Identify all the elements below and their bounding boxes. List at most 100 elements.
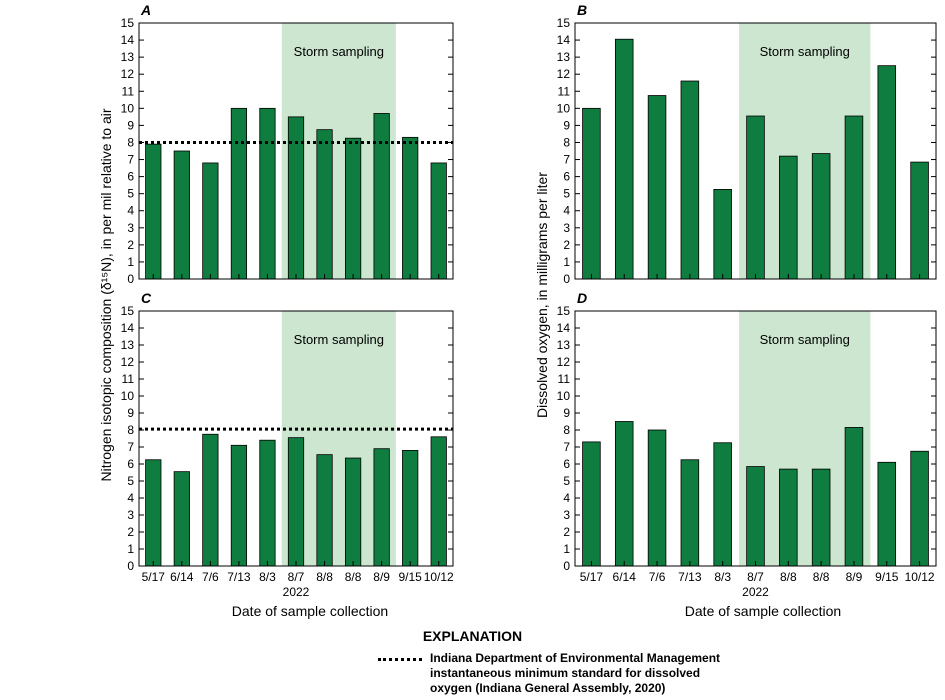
x-tick-label-c-2: 7/6 <box>202 570 219 584</box>
y-tick-label-a-12: 12 <box>121 67 135 81</box>
y-tick-label-b-12: 12 <box>557 67 571 81</box>
y-tick-label-c-7: 7 <box>127 440 134 454</box>
panel-c: Storm sampling01234567891011121314155/17… <box>121 290 454 599</box>
bar-c-2 <box>202 433 219 567</box>
bar-a-10 <box>430 162 447 280</box>
x-tick-label-d-5: 8/7 <box>747 570 764 584</box>
storm-sampling-label: Storm sampling <box>294 332 384 347</box>
y-tick-label-c-14: 14 <box>121 321 135 335</box>
bar-c-6 <box>316 454 333 567</box>
right-y-axis-title: Dissolved oxygen, in milligrams per lite… <box>534 172 550 418</box>
bar-a-3 <box>230 107 248 280</box>
bar-c-1 <box>173 471 190 567</box>
panel-d: Storm sampling01234567891011121314155/17… <box>557 290 937 599</box>
legend-line-3: oxygen (Indiana General Assembly, 2020) <box>430 681 666 695</box>
y-tick-label-a-3: 3 <box>127 221 134 235</box>
bar-a-4 <box>259 107 276 280</box>
bar-a-1 <box>173 150 190 280</box>
y-tick-label-d-14: 14 <box>557 321 571 335</box>
y-tick-label-a-8: 8 <box>127 135 134 149</box>
y-tick-label-c-9: 9 <box>127 406 134 420</box>
panel-letter-c: C <box>141 290 152 306</box>
bar-d-0 <box>582 441 601 567</box>
y-tick-label-c-8: 8 <box>127 423 134 437</box>
y-tick-label-d-9: 9 <box>563 406 570 420</box>
y-tick-label-b-3: 3 <box>563 221 570 235</box>
year-label-c: 2022 <box>283 585 310 599</box>
bar-b-10 <box>910 161 929 280</box>
y-tick-label-d-13: 13 <box>557 338 571 352</box>
y-tick-label-a-11: 11 <box>122 84 135 98</box>
legend-text: Indiana Department of Environmental Mana… <box>430 651 770 696</box>
y-tick-label-b-9: 9 <box>563 118 570 132</box>
legend-line-2: instantaneous minimum standard for disso… <box>430 666 701 680</box>
y-tick-label-d-11: 11 <box>558 372 571 386</box>
right-x-axis-title: Date of sample collection <box>685 603 841 619</box>
panel-letter-b: B <box>577 2 587 18</box>
bar-d-6 <box>779 468 798 567</box>
y-tick-label-c-1: 1 <box>127 542 134 556</box>
y-tick-label-a-5: 5 <box>127 187 134 201</box>
x-tick-label-c-7: 8/8 <box>345 570 362 584</box>
y-tick-label-b-13: 13 <box>557 50 571 64</box>
bar-b-7 <box>811 153 831 280</box>
y-tick-label-c-5: 5 <box>127 474 134 488</box>
y-tick-label-d-8: 8 <box>563 423 570 437</box>
x-tick-label-c-9: 9/15 <box>399 570 423 584</box>
bar-d-4 <box>713 442 732 567</box>
bar-a-0 <box>145 143 162 280</box>
y-tick-label-b-8: 8 <box>563 135 570 149</box>
y-tick-label-d-7: 7 <box>563 440 570 454</box>
year-label-d: 2022 <box>742 585 769 599</box>
y-tick-label-a-10: 10 <box>121 101 135 115</box>
x-tick-label-d-9: 9/15 <box>875 570 899 584</box>
bar-a-7 <box>344 137 362 280</box>
y-tick-label-d-0: 0 <box>563 559 570 573</box>
x-tick-label-d-4: 8/3 <box>714 570 731 584</box>
bar-d-5 <box>746 466 765 567</box>
bar-c-7 <box>344 457 362 567</box>
bar-c-0 <box>145 459 162 567</box>
y-tick-label-d-3: 3 <box>563 508 570 522</box>
explanation-title: EXPLANATION <box>422 628 523 644</box>
storm-sampling-label: Storm sampling <box>294 44 384 59</box>
x-tick-label-d-0: 5/17 <box>580 570 604 584</box>
x-tick-label-d-3: 7/13 <box>678 570 702 584</box>
x-tick-label-d-1: 6/14 <box>613 570 637 584</box>
bar-d-9 <box>877 461 897 567</box>
y-tick-label-d-12: 12 <box>557 355 571 369</box>
x-tick-label-c-8: 8/9 <box>373 570 390 584</box>
y-tick-label-c-10: 10 <box>121 389 135 403</box>
y-tick-label-a-14: 14 <box>121 33 135 47</box>
chart-panels: Storm sampling0123456789101112131415ASto… <box>121 2 937 599</box>
y-tick-label-c-11: 11 <box>122 372 135 386</box>
bar-c-4 <box>259 439 276 567</box>
x-tick-label-d-8: 8/9 <box>846 570 863 584</box>
bar-a-9 <box>402 136 419 280</box>
y-tick-label-a-7: 7 <box>127 153 134 167</box>
bar-c-10 <box>430 436 447 567</box>
x-tick-label-c-3: 7/13 <box>227 570 251 584</box>
legend-line-1: Indiana Department of Environmental Mana… <box>430 651 721 665</box>
y-tick-label-a-15: 15 <box>121 16 135 30</box>
y-tick-label-d-2: 2 <box>563 525 570 539</box>
x-tick-label-d-6: 8/8 <box>780 570 797 584</box>
y-tick-label-b-1: 1 <box>563 255 570 269</box>
bar-c-5 <box>287 437 305 567</box>
storm-sampling-label: Storm sampling <box>760 44 850 59</box>
bar-b-3 <box>680 80 700 280</box>
bar-b-5 <box>746 115 765 280</box>
y-tick-label-c-0: 0 <box>127 559 134 573</box>
x-tick-label-c-0: 5/17 <box>142 570 166 584</box>
bar-c-9 <box>402 449 419 567</box>
y-tick-label-c-12: 12 <box>121 355 135 369</box>
panel-letter-d: D <box>577 290 587 306</box>
bar-b-4 <box>713 188 732 280</box>
y-tick-label-a-1: 1 <box>127 255 134 269</box>
bar-b-2 <box>647 95 667 280</box>
bar-d-10 <box>910 450 929 567</box>
storm-sampling-label: Storm sampling <box>760 332 850 347</box>
x-tick-label-c-6: 8/8 <box>316 570 333 584</box>
x-tick-label-c-4: 8/3 <box>259 570 276 584</box>
